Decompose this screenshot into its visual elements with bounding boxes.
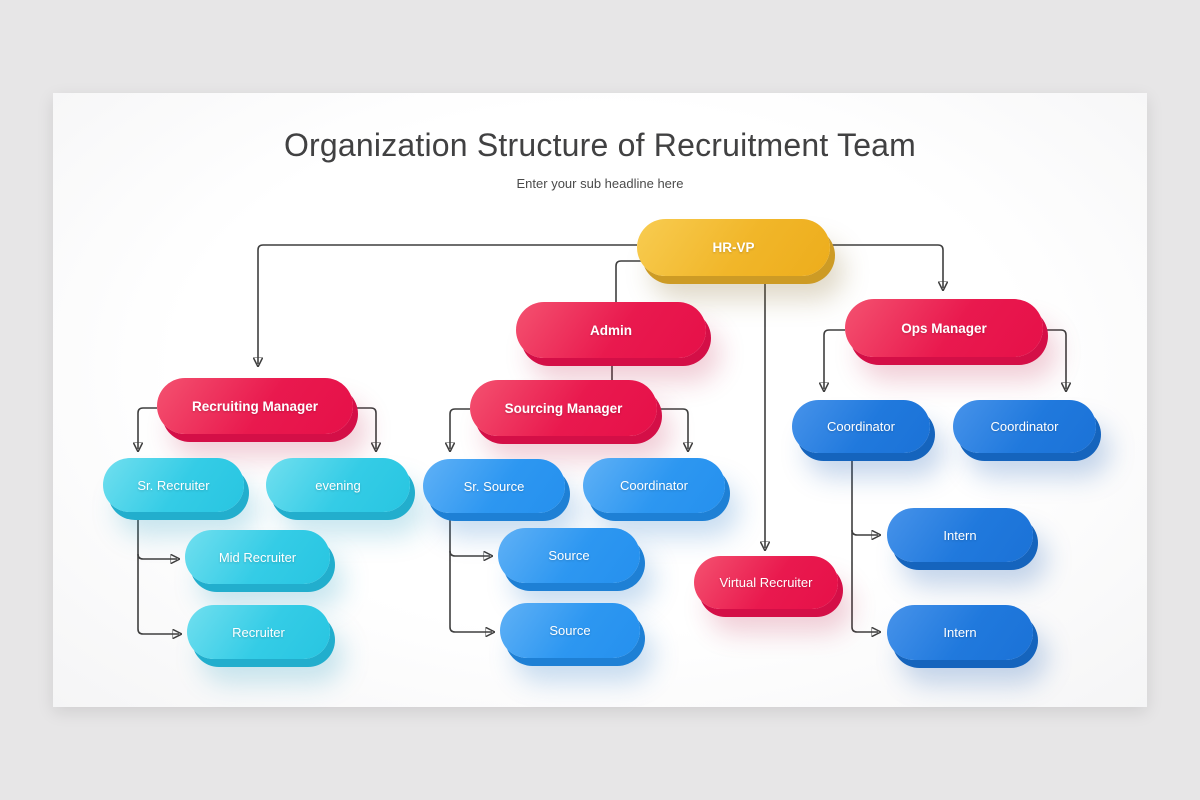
node-intern-1: Intern [887,508,1033,562]
edge-sourcing-sr-source [450,408,470,449]
node-hr-vp: HR-VP [637,219,830,276]
edge-coordinator-trunk [851,453,878,632]
edge-sr-recruiter-trunk [137,512,179,634]
slide-subtitle: Enter your sub headline here [516,176,684,191]
node-evening: evening [266,458,410,512]
edge-ops-coordinator-right [1043,329,1066,389]
node-sr-recruiter: Sr. Recruiter [103,458,244,512]
edge-sr-source-trunk [449,513,492,632]
node-coordinator-right-1: Coordinator [792,400,930,453]
node-virtual-recruiter: Virtual Recruiter [694,556,838,609]
node-sr-source: Sr. Source [423,459,565,513]
edge-recruiting-evening [353,407,376,449]
edge-sourcing-coordinator [657,408,688,449]
edge-sr-source-source1 [449,550,490,556]
edge-sr-recruiter-mid-recruiter [137,553,177,559]
edge-hrvp-recruiting-manager [258,244,637,364]
node-ops-manager: Ops Manager [845,299,1043,357]
node-coordinator-center: Coordinator [583,458,725,513]
node-source-1: Source [498,528,640,583]
edge-hrvp-admin [615,260,641,303]
edge-coordinator-intern1 [851,529,878,535]
slide-title: Organization Structure of Recruitment Te… [283,127,917,163]
edge-hrvp-ops-manager [830,244,943,288]
node-recruiting-manager: Recruiting Manager [157,378,353,434]
edge-recruiting-sr-recruiter [138,407,157,449]
node-admin: Admin [516,302,706,358]
node-source-2: Source [500,603,640,658]
node-recruiter: Recruiter [187,605,330,659]
edge-ops-coordinator-left [824,329,845,389]
node-mid-recruiter: Mid Recruiter [185,530,330,584]
node-intern-2: Intern [887,605,1033,660]
node-sourcing-manager: Sourcing Manager [470,380,657,436]
node-coordinator-right-2: Coordinator [953,400,1096,453]
